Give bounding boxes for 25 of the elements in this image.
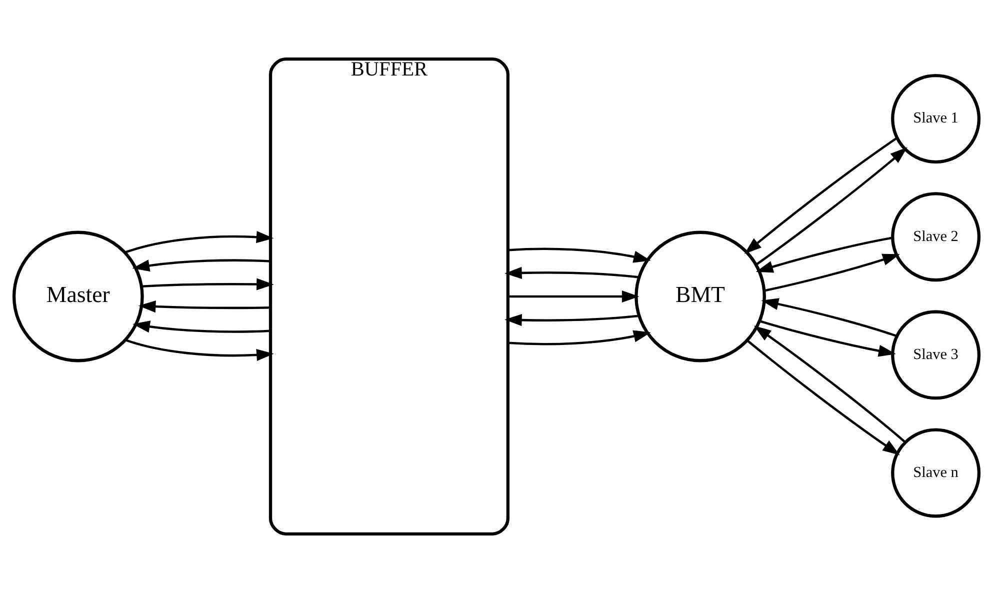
- arrow: [508, 247, 651, 262]
- node-circle: Slave n: [891, 428, 981, 518]
- arrow: [756, 236, 893, 272]
- arrow: [132, 258, 270, 272]
- arrow: [508, 330, 651, 345]
- arrow: [764, 253, 900, 292]
- node-circle: BMT: [634, 230, 766, 362]
- node-circle: Slave 3: [891, 310, 981, 400]
- arrow: [756, 146, 908, 266]
- node-box: BUFFER: [268, 57, 510, 535]
- arrow: [761, 298, 898, 337]
- arrow: [141, 278, 274, 290]
- arrow: [132, 320, 270, 332]
- arrow: [124, 230, 274, 254]
- arrow: [754, 325, 906, 443]
- arrow: [504, 314, 639, 326]
- arrow: [746, 339, 900, 455]
- node-circle: Master: [12, 230, 144, 362]
- arrow: [125, 338, 274, 360]
- node-circle: Slave 2: [891, 192, 981, 282]
- arrow: [504, 266, 639, 278]
- arrow: [138, 300, 270, 312]
- arrow: [759, 320, 896, 356]
- arrow: [744, 136, 898, 254]
- arrow: [508, 290, 640, 302]
